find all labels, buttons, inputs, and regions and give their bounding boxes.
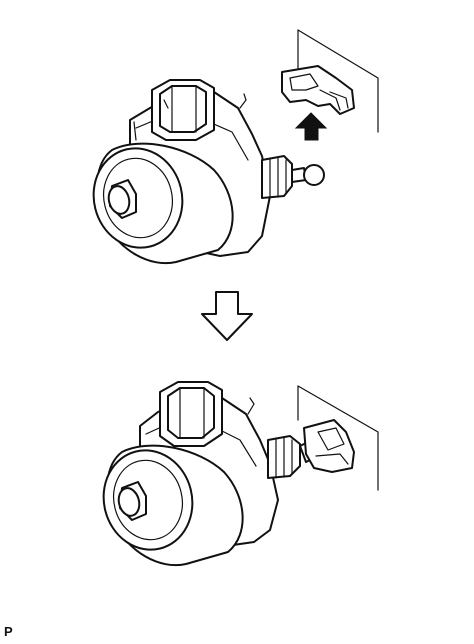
connector-bottom (159, 381, 223, 447)
arrow-down-outline-icon (201, 291, 253, 341)
ball-joint-rod-icon-top (261, 155, 325, 199)
arrow-up-icon (294, 112, 328, 141)
motor-cylinder-bottom (102, 444, 244, 567)
figure-caption: P (4, 624, 13, 639)
bracket-icon-bottom (303, 419, 355, 473)
mounting-panel-after (297, 385, 379, 491)
motor-before (92, 29, 379, 265)
motor-after (102, 381, 379, 567)
mounting-panel-before (297, 29, 379, 133)
bracket-icon-top (281, 65, 355, 115)
motor-cylinder-top (92, 142, 234, 265)
connector-top (151, 79, 215, 141)
